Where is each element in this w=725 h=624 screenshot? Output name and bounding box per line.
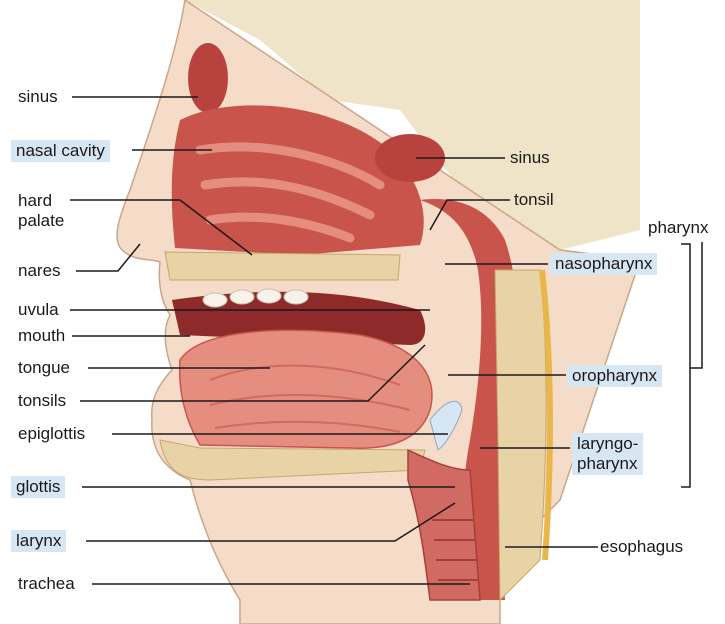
label-sinus-left: sinus (18, 87, 58, 107)
label-trachea: trachea (18, 574, 75, 594)
label-mouth: mouth (18, 326, 65, 346)
label-laryngopharynx: laryngo- pharynx (572, 433, 643, 475)
label-pharynx: pharynx (648, 218, 708, 238)
label-sinus-right: sinus (510, 148, 550, 168)
label-uvula: uvula (18, 300, 59, 320)
pharynx-bracket (681, 244, 690, 487)
label-nasal-cavity: nasal cavity (11, 140, 110, 162)
label-glottis: glottis (11, 476, 65, 498)
label-nasopharynx: nasopharynx (550, 253, 657, 275)
label-larynx: larynx (11, 530, 66, 552)
label-hard-palate: hard palate (18, 191, 64, 231)
frontal-sinus-shape (188, 43, 228, 113)
label-epiglottis: epiglottis (18, 424, 85, 444)
label-tonsils: tonsils (18, 391, 66, 411)
label-tongue: tongue (18, 358, 70, 378)
label-oropharynx: oropharynx (567, 365, 662, 387)
label-tonsil: tonsil (514, 190, 554, 210)
spine-shape (495, 270, 546, 600)
hard-palate-bone (165, 252, 400, 280)
label-esophagus: esophagus (600, 537, 683, 557)
pharynx-bracket-connector (690, 242, 702, 368)
label-nares: nares (18, 261, 61, 281)
